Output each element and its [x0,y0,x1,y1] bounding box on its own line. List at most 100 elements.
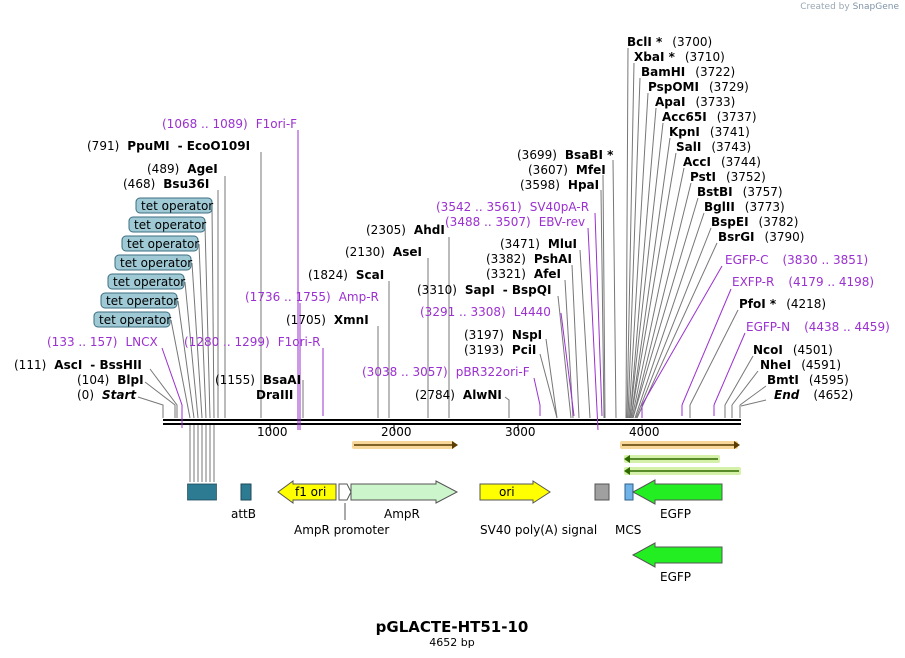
right-enzymes: BclI *(3700) XbaI *(3710) BamHI(3722) Ps… [627,35,853,402]
enzyme-label: PspOMI(3729) [648,80,749,94]
enzyme-label: (791)PpuMI- EcoO109I [87,139,250,153]
enzyme-label: PfoI *(4218) [739,297,826,311]
enzyme-label: AccI(3744) [683,155,761,169]
tet-operator-label: tet operator [120,256,192,270]
primer-label: EXFP-R(4179 .. 4198) [732,275,874,289]
enzyme-label: (2784)AlwNI [415,388,502,402]
tick-2000: 2000 [381,425,412,439]
enzyme-label: (3699)BsaBI * [517,148,614,162]
enzyme-label: BstBI(3757) [697,185,783,199]
enzyme-label: (0)Start [77,388,137,402]
f1ori-arrow [277,480,337,504]
ampr-label: AmpR [384,507,420,521]
f1ori-label: f1 ori [295,485,326,499]
enzyme-label: (104)BlpI [77,373,144,387]
enzyme-label: (3471)MluI [500,237,577,251]
primer-label: (1068 .. 1089)F1ori-F [162,117,297,131]
sv40-feature [594,483,610,501]
enzyme-label: (3197)NspI [464,328,542,342]
tet-operators: tet operator tet operator tet operator t… [93,197,213,328]
tick-4000: 4000 [629,425,660,439]
enzyme-label: SalI(3743) [676,140,751,154]
features: attB f1 ori AmpR AmpR promoter ori SV40 … [187,479,723,584]
primer-connectors [161,130,746,431]
snapgene-brand: SnapGene [852,2,899,12]
enzyme-label: (111)AscI- BssHII [14,358,142,372]
enzyme-label: BclI *(3700) [627,35,712,49]
tick-1000: 1000 [257,425,288,439]
enzyme-label: (3321)AfeI [486,267,561,281]
primer-label: (3038 .. 3057)pBR322ori-F [362,365,530,379]
scale-ticks [269,425,643,431]
ampr-promoter-label: AmpR promoter [294,523,389,537]
enzyme-label: PstI(3752) [690,170,766,184]
primer-label: (1736 .. 1755)Amp-R [245,290,379,304]
tet-operator-label: tet operator [134,218,206,232]
enzyme-label: NheI(4591) [760,358,841,372]
attB-feature [240,483,252,501]
enzyme-label: (2130)AseI [345,245,422,259]
enzyme-label: End(4652) [774,388,853,402]
enzyme-label: BmtI(4595) [767,373,849,387]
ori-arrow [479,480,551,504]
enzyme-label: BglII(3773) [704,200,785,214]
primer-label: EGFP-C(3830 .. 3851) [725,253,868,267]
tick-3000: 3000 [505,425,536,439]
tet-operator-ticks [187,483,217,501]
enzyme-label: (3193)PciI [464,343,536,357]
egfp-label: EGFP [660,507,691,521]
backbone [163,419,741,425]
enzyme-label: (1705)XmnI [286,313,369,327]
tet-operator-label: tet operator [113,275,185,289]
primer-label: (133 .. 157)LNCX [47,335,158,349]
egfp-arrow-2 [631,542,723,568]
enzyme-label: BsrGI(3790) [718,230,804,244]
enzyme-label: (3310)SapI- BspQI [417,283,551,297]
mcs-label: MCS [615,523,641,537]
enzyme-label: ApaI(3733) [655,95,735,109]
enzyme-label: (1824)ScaI [308,268,384,282]
egfp-arrow [631,479,723,505]
mcs-feature [624,483,634,501]
enzyme-connectors [137,47,767,419]
snapgene-credit: Created by SnapGene [800,2,899,12]
primers: (1068 .. 1089)F1ori-F (133 .. 157)LNCX (… [47,117,890,379]
ampr-promoter-arrow [338,483,352,501]
ori-label: ori [499,485,515,499]
primer-label: (3542 .. 3561)SV40pA-R [436,200,589,214]
enzyme-label: (1155)BsaAI [215,373,301,387]
ampr-arrow [350,480,459,504]
enzyme-label: (468)Bsu36I [123,177,209,191]
tet-operator-label: tet operator [99,313,171,327]
sv40-label: SV40 poly(A) signal [480,523,597,537]
map-length: 4652 bp [429,636,474,649]
primer-label: EGFP-N(4438 .. 4459) [746,320,890,334]
enzyme-label: Acc65I(3737) [662,110,757,124]
egfp-label-2: EGFP [660,570,691,584]
tet-operator-label: tet operator [127,237,199,251]
tet-operator-label: tet operator [141,199,213,213]
enzyme-label: BspEI(3782) [711,215,798,229]
mid-enzymes: (2305)AhdI (2130)AseI (1824)ScaI (1705)X… [286,148,614,402]
primer-label: (1280 .. 1299)F1ori-R [184,335,321,349]
enzyme-label: BamHI(3722) [641,65,735,79]
left-enzymes: (791)PpuMI- EcoO109I (489)AgeI (468)Bsu3… [14,139,301,402]
primer-arrows [352,441,741,475]
enzyme-label: NcoI(4501) [753,343,833,357]
attB-label: attB [231,507,256,521]
map-title: pGLACTE-HT51-10 [376,618,529,636]
enzyme-label: KpnI(3741) [669,125,750,139]
enzyme-label: (3607)MfeI [528,163,606,177]
primer-label: (3488 .. 3507)EBV-rev [445,215,585,229]
enzyme-label: DraIII [256,388,293,402]
enzyme-label: (2305)AhdI [366,223,445,237]
enzyme-label: XbaI *(3710) [634,50,725,64]
enzyme-label: (489)AgeI [147,162,218,176]
operator-connectors [170,205,215,482]
primer-label: (3291 .. 3308)L4440 [420,305,551,319]
tet-operator-label: tet operator [106,294,178,308]
enzyme-label: (3598)HpaI [520,178,599,192]
credit-text: Created by [800,2,850,12]
enzyme-label: (3382)PshAI [486,252,572,266]
